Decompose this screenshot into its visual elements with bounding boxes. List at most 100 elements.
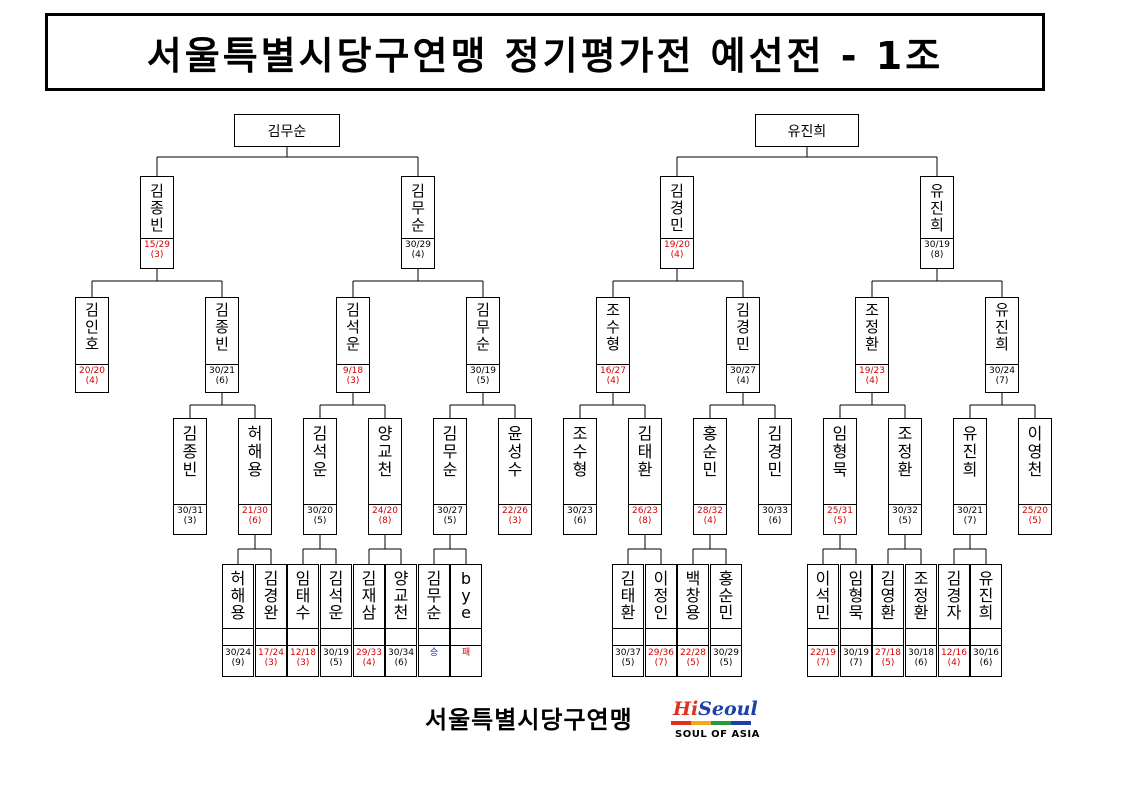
inning-value: (5) bbox=[443, 516, 457, 526]
player-score: 12/18(3) bbox=[288, 645, 318, 676]
player-score: 30/19(5) bbox=[321, 645, 351, 676]
player-score: 30/29(5) bbox=[711, 645, 741, 676]
player-score: 30/19(5) bbox=[467, 364, 499, 392]
page-title: 서울특별시당구연맹 정기평가전 예선전 - 1조 bbox=[146, 33, 944, 78]
player-score: 30/34(6) bbox=[386, 645, 416, 676]
inning-value: (5) bbox=[833, 516, 847, 526]
inning-value: (3) bbox=[346, 376, 360, 386]
player-score: 19/20(4) bbox=[661, 238, 693, 268]
score-value: 27/18 bbox=[875, 648, 901, 658]
inning-value: (7) bbox=[849, 658, 863, 668]
box-divider bbox=[288, 628, 318, 629]
score-value: 29/33 bbox=[356, 648, 382, 658]
box-divider bbox=[354, 628, 384, 629]
inning-value: (4) bbox=[865, 376, 879, 386]
player-score: 26/23(8) bbox=[629, 504, 661, 534]
player-score: 30/37(5) bbox=[613, 645, 643, 676]
inning-value: (4) bbox=[670, 250, 684, 260]
inning-value: (7) bbox=[654, 658, 668, 668]
score-value: 30/19 bbox=[924, 240, 950, 250]
score-value: 30/19 bbox=[470, 366, 496, 376]
player-score: 29/36(7) bbox=[646, 645, 676, 676]
player-score: 28/32(4) bbox=[694, 504, 726, 534]
score-value: 30/29 bbox=[713, 648, 739, 658]
score-value: 16/27 bbox=[600, 366, 626, 376]
inning-value: (3) bbox=[183, 516, 197, 526]
player-score: 19/23(4) bbox=[856, 364, 888, 392]
box-divider bbox=[906, 628, 936, 629]
score-value: 24/20 bbox=[372, 506, 398, 516]
box-divider bbox=[256, 628, 286, 629]
title-box: 서울특별시당구연맹 정기평가전 예선전 - 1조 bbox=[45, 13, 1045, 91]
player-score: 30/19(7) bbox=[841, 645, 871, 676]
box-divider bbox=[939, 628, 969, 629]
score-value: 19/20 bbox=[664, 240, 690, 250]
inning-value: (4) bbox=[411, 250, 425, 260]
player-score: 25/31(5) bbox=[824, 504, 856, 534]
inning-value: (7) bbox=[995, 376, 1009, 386]
score-value: 30/34 bbox=[388, 648, 414, 658]
player-score: 16/27(4) bbox=[597, 364, 629, 392]
inning-value: (3) bbox=[296, 658, 310, 668]
inning-value: (8) bbox=[638, 516, 652, 526]
inning-value: (8) bbox=[930, 250, 944, 260]
score-value: 20/20 bbox=[79, 366, 105, 376]
logo-seoul: Seoul bbox=[698, 698, 758, 720]
player-score: 22/19(7) bbox=[808, 645, 838, 676]
player-score: 29/33(4) bbox=[354, 645, 384, 676]
player-score: 30/29(4) bbox=[402, 238, 434, 268]
player-score: 15/29(3) bbox=[141, 238, 173, 268]
player-score: 24/20(8) bbox=[369, 504, 401, 534]
score-value: 30/19 bbox=[843, 648, 869, 658]
inning-value: (6) bbox=[979, 658, 993, 668]
player-score: 30/24(7) bbox=[986, 364, 1018, 392]
score-value: 22/19 bbox=[810, 648, 836, 658]
player-score: 30/27(5) bbox=[434, 504, 466, 534]
score-value: 30/24 bbox=[225, 648, 251, 658]
player-score: 30/21(6) bbox=[206, 364, 238, 392]
player-score: 30/19(8) bbox=[921, 238, 953, 268]
score-value: 30/29 bbox=[405, 240, 431, 250]
inning-value: (4) bbox=[703, 516, 717, 526]
inning-value: (5) bbox=[686, 658, 700, 668]
inning-value: (5) bbox=[881, 658, 895, 668]
score-value: 19/23 bbox=[859, 366, 885, 376]
inning-value: (5) bbox=[476, 376, 490, 386]
federation-logo: 서울특별시당구연맹 HiSeoul SOUL OF ASIA bbox=[425, 698, 765, 750]
score-value: 25/31 bbox=[827, 506, 853, 516]
inning-value: (8) bbox=[378, 516, 392, 526]
box-divider bbox=[971, 628, 1001, 629]
